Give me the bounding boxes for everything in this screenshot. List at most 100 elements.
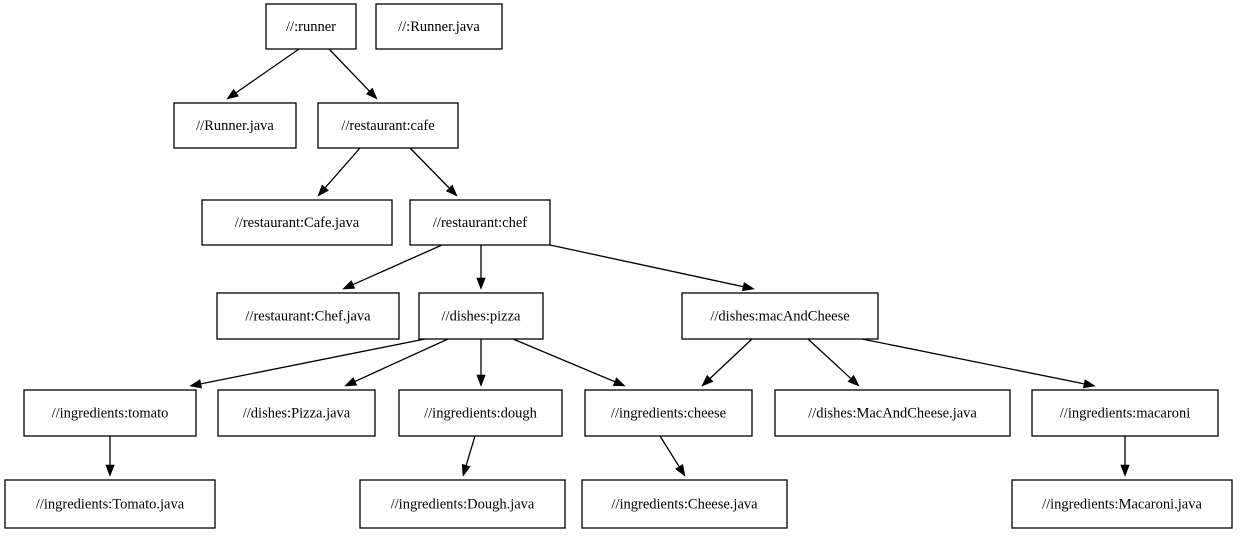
nodes-layer: //:runner //:Runner.java //Runner.java //re…: [4, 3, 1233, 529]
edge-arrowhead-icon: [1083, 379, 1096, 389]
node-box[interactable]: [217, 389, 376, 437]
graph-edge: [701, 338, 753, 387]
graph-node-ingredients_macaroni[interactable]: //ingredients:macaroni: [1031, 389, 1219, 437]
graph-edge: [476, 245, 486, 290]
node-label: //dishes:macAndCheese: [710, 308, 849, 324]
node-label: //dishes:pizza: [442, 308, 521, 324]
graph-edge: [189, 338, 426, 389]
node-label: //dishes:Pizza.java: [243, 405, 351, 421]
graph-edge: [861, 338, 1096, 389]
node-box[interactable]: [216, 292, 400, 340]
edge-line: [465, 435, 476, 466]
node-box[interactable]: [4, 479, 216, 529]
edge-arrowhead-icon: [461, 463, 471, 477]
node-label: //restaurant:cafe: [341, 118, 434, 134]
node-box[interactable]: [1031, 389, 1219, 437]
graph-edge: [328, 48, 378, 100]
node-label: //ingredients:tomato: [52, 405, 169, 421]
graph-edge: [512, 338, 626, 387]
node-label: //ingredients:cheese: [611, 405, 726, 421]
node-box[interactable]: [201, 199, 393, 246]
edge-arrowhead-icon: [1120, 464, 1130, 477]
graph-node-ingredients_dough[interactable]: //ingredients:dough: [398, 389, 563, 437]
graph-edge: [549, 244, 755, 292]
edge-arrowhead-icon: [675, 463, 686, 477]
edge-line: [200, 338, 426, 385]
edges-layer: [105, 48, 1130, 477]
node-label: //:runner: [286, 19, 336, 35]
graph-node-ingredients_tomato[interactable]: //ingredients:tomato: [23, 389, 197, 437]
edge-arrowhead-icon: [701, 374, 714, 387]
graph-node-ingredients_cheese[interactable]: //ingredients:cheese: [584, 389, 753, 437]
node-label: //restaurant:chef: [433, 215, 527, 231]
graph-node-runner_java[interactable]: //Runner.java: [173, 102, 297, 149]
edge-arrowhead-icon: [612, 377, 626, 387]
node-box[interactable]: [409, 199, 551, 246]
node-box[interactable]: [398, 389, 563, 437]
graph-edge: [342, 244, 443, 290]
graph-node-dishes_pizza_java[interactable]: //dishes:Pizza.java: [217, 389, 376, 437]
graph-node-restaurant_chef[interactable]: //restaurant:chef: [409, 199, 551, 246]
node-box[interactable]: [375, 3, 503, 50]
node-box[interactable]: [317, 102, 459, 149]
node-box[interactable]: [23, 389, 197, 437]
graph-node-ingredients_tomato_java[interactable]: //ingredients:Tomato.java: [4, 479, 216, 529]
node-label: //ingredients:Dough.java: [391, 496, 535, 512]
node-box[interactable]: [265, 3, 357, 50]
edge-line: [235, 48, 300, 94]
graph-node-runner_target[interactable]: //:runner: [265, 3, 357, 50]
graph-node-dishes_mac_java[interactable]: //dishes:MacAndCheese.java: [774, 389, 1011, 437]
edge-line: [807, 338, 852, 380]
node-box[interactable]: [584, 389, 753, 437]
graph-edge: [1120, 436, 1130, 477]
edge-arrowhead-icon: [847, 374, 860, 387]
graph-edge: [317, 147, 361, 197]
graph-node-runner_java_root[interactable]: //:Runner.java: [375, 3, 503, 50]
edge-line: [659, 435, 680, 468]
node-box[interactable]: [1011, 479, 1233, 529]
graph-node-ingredients_macaroni_java[interactable]: //ingredients:Macaroni.java: [1011, 479, 1233, 529]
edge-line: [328, 48, 370, 92]
edge-line: [409, 147, 450, 189]
graph-edge: [226, 48, 300, 100]
edge-line: [352, 244, 443, 286]
edge-arrowhead-icon: [476, 277, 486, 290]
graph-edge: [807, 338, 860, 387]
graph-edge: [409, 147, 458, 197]
graph-node-restaurant_cafe[interactable]: //restaurant:cafe: [317, 102, 459, 149]
edge-arrowhead-icon: [741, 282, 755, 292]
node-label: //dishes:MacAndCheese.java: [808, 405, 977, 421]
edge-line: [324, 147, 361, 189]
edge-line: [549, 244, 744, 288]
edge-line: [512, 338, 616, 383]
edge-arrowhead-icon: [365, 87, 378, 100]
graph-node-restaurant_chef_java[interactable]: //restaurant:Chef.java: [216, 292, 400, 340]
node-box[interactable]: [173, 102, 297, 149]
graph-node-ingredients_cheese_java[interactable]: //ingredients:Cheese.java: [581, 479, 788, 529]
node-box[interactable]: [681, 292, 879, 340]
node-label: //restaurant:Cafe.java: [235, 215, 360, 231]
node-box[interactable]: [774, 389, 1011, 437]
graph-edge: [476, 339, 486, 387]
node-label: //ingredients:Macaroni.java: [1042, 496, 1202, 512]
node-label: //:Runner.java: [398, 19, 480, 35]
node-box[interactable]: [581, 479, 788, 529]
graph-node-ingredients_dough_java[interactable]: //ingredients:Dough.java: [359, 479, 566, 529]
edge-line: [354, 338, 449, 383]
graph-node-restaurant_cafe_java[interactable]: //restaurant:Cafe.java: [201, 199, 393, 246]
node-box[interactable]: [418, 292, 544, 340]
edge-arrowhead-icon: [189, 379, 202, 389]
edge-arrowhead-icon: [445, 184, 458, 197]
graph-node-dishes_macandcheese[interactable]: //dishes:macAndCheese: [681, 292, 879, 340]
node-box[interactable]: [359, 479, 566, 529]
node-label: //restaurant:Chef.java: [245, 308, 371, 324]
edge-arrowhead-icon: [342, 280, 356, 290]
graph-node-dishes_pizza[interactable]: //dishes:pizza: [418, 292, 544, 340]
node-label: //ingredients:Cheese.java: [611, 496, 758, 512]
edge-line: [709, 338, 753, 379]
node-label: //ingredients:Tomato.java: [36, 496, 185, 512]
edge-arrowhead-icon: [476, 374, 486, 387]
graph-edge: [344, 338, 449, 387]
